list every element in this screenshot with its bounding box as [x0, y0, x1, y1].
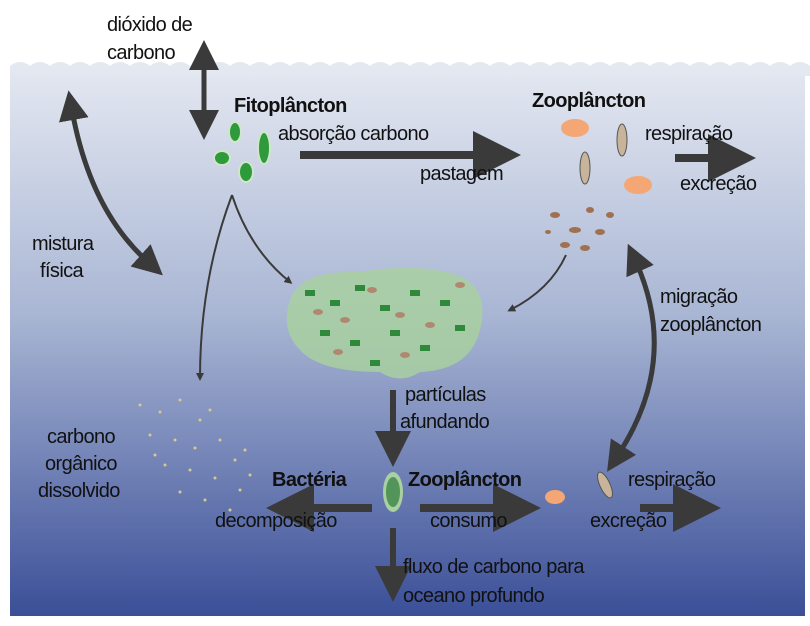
consumption-label: consumo [430, 510, 508, 532]
mixing-label-line1: mistura [32, 233, 94, 255]
co2-label-line2: carbono [107, 42, 176, 64]
phyto-to-aggregate-arrow [231, 194, 293, 284]
doc-label-line1: carbono [47, 426, 116, 448]
sinking-label-line1: partículas [405, 384, 486, 406]
excretion-bottom-label: excreção [590, 510, 667, 532]
decomposition-label: decomposição [215, 510, 337, 532]
grazing-label: pastagem [420, 163, 504, 185]
doc-label-line3: dissolvido [38, 480, 120, 502]
mixing-arrow [59, 90, 163, 276]
zooplankton-bottom-icon [545, 471, 613, 504]
mixing-label-line2: física [40, 260, 84, 282]
zooplankton-title-top: Zooplâncton [532, 90, 646, 112]
migration-label-line1: migração [660, 286, 738, 308]
marine-snow-aggregate-icon [286, 267, 483, 379]
doc-label-line2: orgânico [45, 453, 118, 475]
dissolved-organic-carbon-dots-icon [138, 398, 252, 512]
respiration-bottom-label: respiração [628, 469, 716, 491]
phytoplankton-cells-icon [213, 121, 271, 183]
carbon-uptake-label: absorção carbono [278, 123, 429, 145]
fecal-to-aggregate-arrow [507, 254, 567, 312]
bacteria-title: Bactéria [272, 469, 347, 491]
deep-flux-label-line1: fluxo de carbono para [403, 556, 584, 578]
migration-arrow [607, 243, 657, 472]
arrows [59, 40, 756, 602]
excretion-top-label: excreção [680, 173, 757, 195]
zooplankton-title-bottom: Zooplâncton [408, 469, 522, 491]
zooplankton-top-icon [561, 119, 652, 194]
migration-label-line2: zooplâncton [660, 314, 762, 336]
co2-label-line1: dióxido de [107, 14, 193, 36]
phyto-to-doc-arrow [196, 194, 233, 381]
deep-flux-label-line2: oceano profundo [403, 585, 545, 607]
phytoplankton-title: Fitoplâncton [234, 95, 347, 117]
sinking-label-line2: afundando [400, 411, 490, 433]
respiration-top-label: respiração [645, 123, 733, 145]
bacteria-particle-icon [383, 472, 403, 512]
fecal-pellets-icon [545, 207, 614, 251]
